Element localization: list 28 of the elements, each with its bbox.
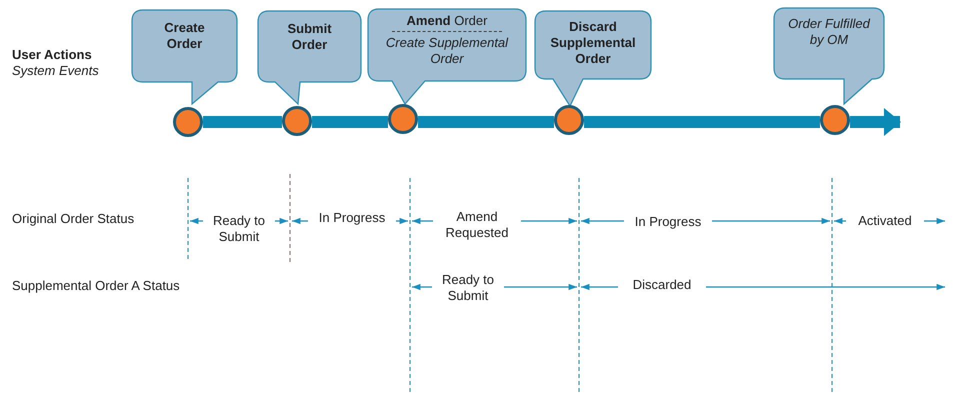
- timeline-segment: [203, 116, 282, 128]
- speech-bubble: [535, 11, 651, 106]
- milestone-circle: [282, 106, 312, 136]
- milestone-circle: [173, 107, 203, 137]
- status-label: In Progress: [308, 210, 396, 226]
- milestone-circle: [820, 105, 850, 135]
- row-heading: System Events: [12, 63, 99, 79]
- timeline-segment: [850, 108, 901, 136]
- callout-text: Discard Supplemental Order: [549, 19, 637, 67]
- speech-bubble: [368, 9, 526, 104]
- row-label: Supplemental Order A Status: [12, 278, 180, 294]
- callout-text: Submit Order: [286, 21, 333, 53]
- callout-text: Amend Order: [392, 13, 502, 32]
- speech-bubble: [132, 10, 237, 104]
- callout-text: Order Fulfilled by OM: [787, 16, 872, 48]
- speech-bubble: [774, 8, 884, 104]
- callout-text: Create Supplemental Order: [384, 35, 510, 67]
- status-label: Amend Requested: [433, 209, 521, 241]
- timeline-segment: [418, 116, 554, 128]
- row-heading: User Actions: [12, 47, 92, 63]
- row-label: Original Order Status: [12, 211, 134, 227]
- timeline-segment: [312, 116, 388, 128]
- milestone-circle: [388, 104, 418, 134]
- status-label: In Progress: [624, 214, 712, 230]
- speech-bubble: [258, 11, 361, 104]
- timeline-segment: [584, 116, 820, 128]
- callout-text: Create Order: [163, 20, 206, 52]
- milestone-circle: [554, 105, 584, 135]
